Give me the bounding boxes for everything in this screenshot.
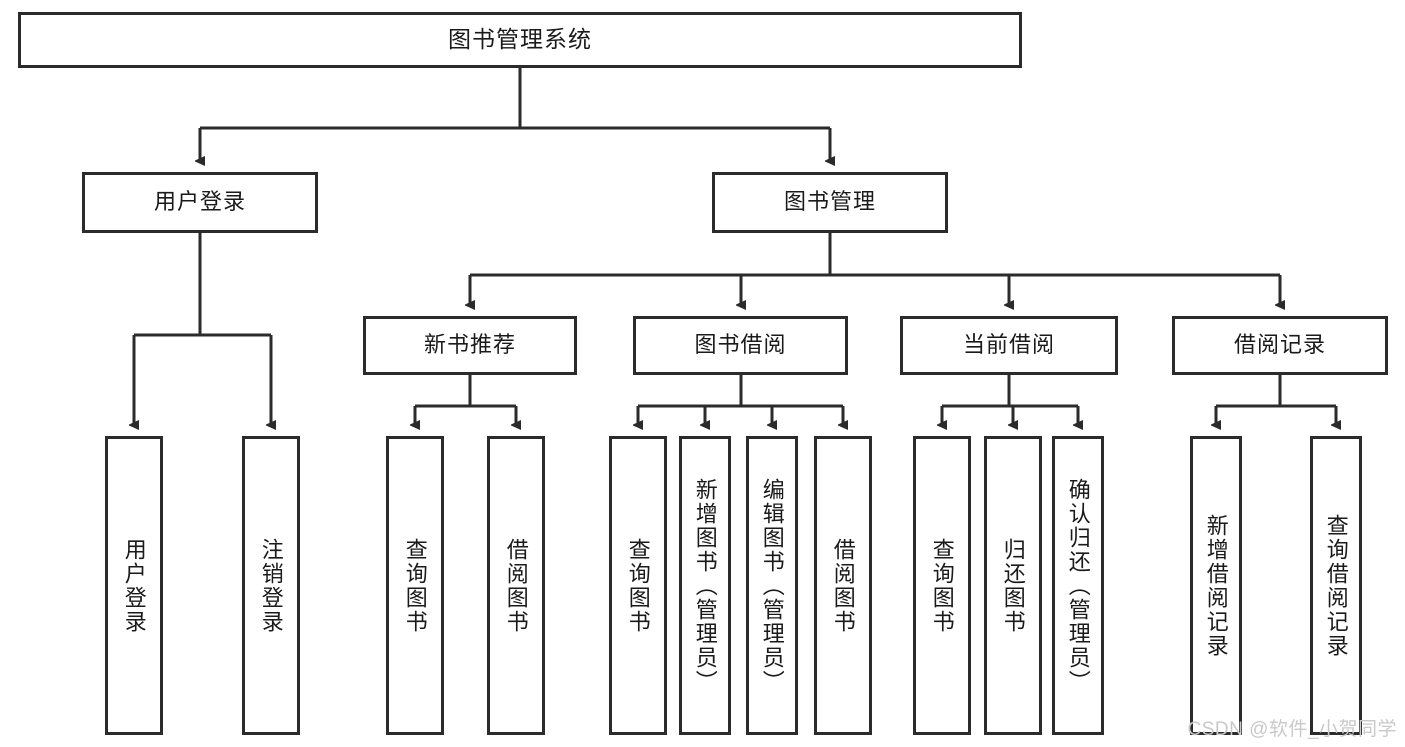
node-label: 新增借阅记录 (1203, 513, 1229, 658)
node-leaf-query-book-c[interactable]: 查询图书 (913, 436, 971, 735)
node-label: 借阅记录 (1233, 332, 1326, 358)
node-label: 借阅图书 (503, 537, 529, 634)
node-leaf-confirm-return[interactable]: 确认归还（管理员） (1052, 436, 1104, 735)
node-leaf-query-book-b[interactable]: 查询图书 (609, 436, 667, 735)
node-label: 图书管理系统 (448, 26, 592, 53)
node-book-borrow[interactable]: 图书借阅 (633, 316, 848, 375)
node-leaf-return-book[interactable]: 归还图书 (984, 436, 1042, 735)
node-label: 图书管理 (783, 189, 876, 215)
node-label: 编辑图书（管理员） (759, 477, 785, 694)
node-label: 借阅图书 (830, 537, 856, 634)
node-leaf-add-record[interactable]: 新增借阅记录 (1190, 436, 1242, 735)
node-label: 查询图书 (402, 537, 428, 634)
node-root[interactable]: 图书管理系统 (18, 12, 1022, 68)
node-label: 查询借阅记录 (1323, 513, 1349, 658)
node-leaf-logout[interactable]: 注销登录 (242, 436, 300, 735)
node-current-borrow[interactable]: 当前借阅 (900, 316, 1118, 375)
node-leaf-borrow-book-b[interactable]: 借阅图书 (814, 436, 872, 735)
node-label: 查询图书 (625, 537, 651, 634)
node-label: 确认归还（管理员） (1065, 477, 1091, 694)
node-label: 图书借阅 (694, 332, 787, 358)
node-label: 当前借阅 (962, 332, 1055, 358)
node-leaf-add-book[interactable]: 新增图书（管理员） (679, 436, 731, 735)
node-borrow-record[interactable]: 借阅记录 (1172, 316, 1388, 375)
node-leaf-edit-book[interactable]: 编辑图书（管理员） (746, 436, 798, 735)
node-label: 查询图书 (929, 537, 955, 634)
node-leaf-query-book-rec[interactable]: 查询图书 (386, 436, 444, 735)
node-label: 新增图书（管理员） (692, 477, 718, 694)
watermark-text: CSDN @软件_小贺同学 (1187, 719, 1397, 740)
node-new-book-rec[interactable]: 新书推荐 (363, 316, 577, 375)
node-book-manage[interactable]: 图书管理 (712, 172, 948, 233)
node-leaf-user-login[interactable]: 用户登录 (105, 436, 163, 735)
node-user-login[interactable]: 用户登录 (82, 172, 318, 233)
node-label: 归还图书 (1000, 537, 1026, 634)
node-label: 新书推荐 (423, 332, 516, 358)
node-label: 用户登录 (121, 537, 147, 634)
node-label: 用户登录 (153, 189, 246, 215)
node-leaf-borrow-book-rec[interactable]: 借阅图书 (487, 436, 545, 735)
node-label: 注销登录 (258, 537, 284, 634)
node-leaf-query-record[interactable]: 查询借阅记录 (1310, 436, 1362, 735)
